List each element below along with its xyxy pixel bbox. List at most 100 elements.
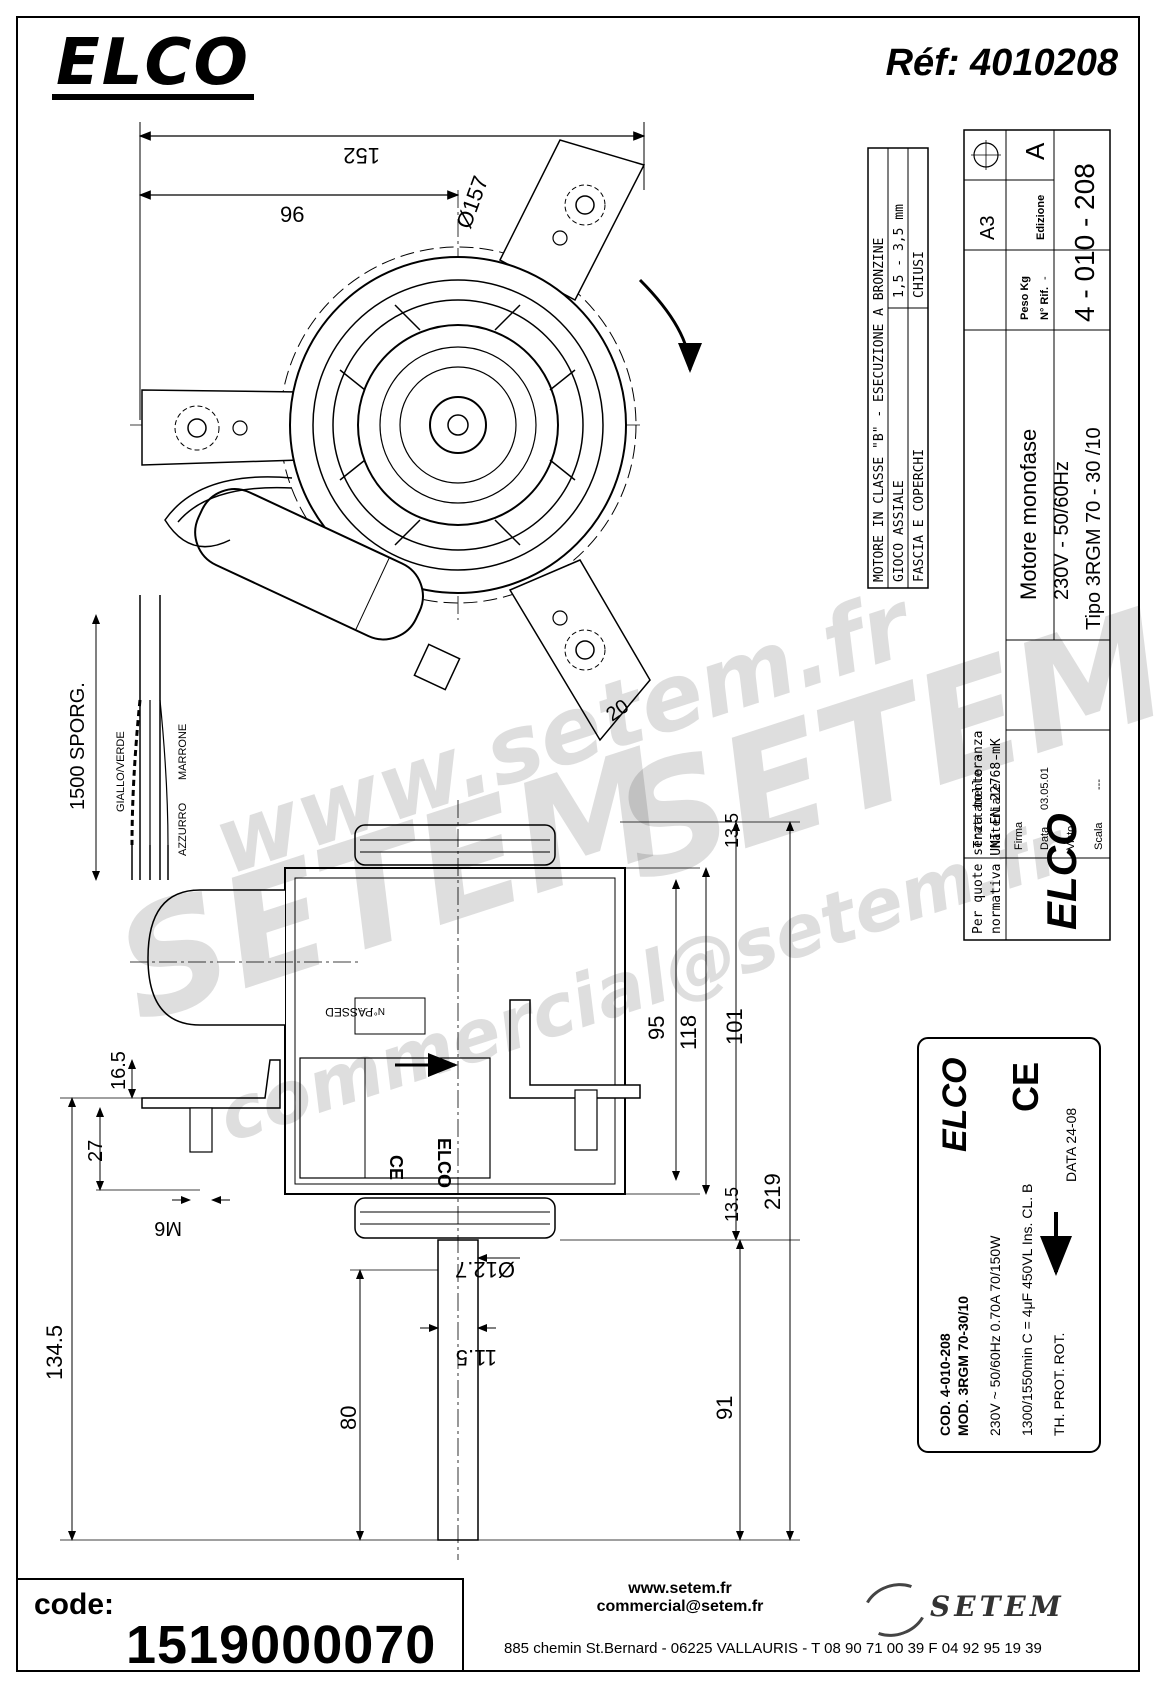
dim-101: 101: [722, 1008, 747, 1045]
code-box: code: 1519000070: [16, 1578, 464, 1675]
dim-27: 27: [85, 1140, 107, 1162]
dim-96: 96: [280, 202, 304, 227]
drawing-rect: [354, 1197, 556, 1239]
drawing-rect: [867, 147, 929, 589]
drawing-path: [149, 699, 169, 846]
postal-address: 885 chemin St.Bernard - 06225 VALLAURIS …: [504, 1640, 1042, 1657]
drawing-circle: [279, 246, 637, 604]
drawing-g: [194, 488, 424, 641]
nrif-value: -: [1039, 276, 1051, 280]
data-value: 03.05.01: [1039, 767, 1051, 810]
dim-m6: M6: [154, 1217, 182, 1239]
drawing-g: MOTORE IN CLASSE "B" - ESECUZIONE A BRON…: [867, 147, 929, 589]
nameplate-ce-mark: CE: [1005, 1062, 1046, 1112]
edition-label: Edizione: [1035, 195, 1047, 240]
drawing-rect: [354, 824, 556, 866]
drawing-rect: [284, 867, 626, 1195]
drawing-rect: [354, 997, 426, 1035]
format-a3: A3: [977, 216, 999, 240]
spec-row-3-value: CHIUSI: [912, 251, 927, 298]
drawing-circle: [332, 299, 584, 551]
wire-yellow-green: GIALLO/VERDE: [115, 731, 127, 812]
nameplate-mod: MOD. 3RGM 70-30/10: [955, 1296, 971, 1436]
spec-row-2-label: GIOCO ASSIALE: [892, 480, 907, 582]
data-label: Data: [1039, 826, 1051, 850]
dim-13-5-top: 13.5: [722, 813, 742, 848]
visto-label: Visto: [1065, 826, 1077, 850]
drawing-circle: [174, 405, 220, 451]
drawing-path: [164, 476, 293, 548]
material-value: -: [989, 753, 1003, 760]
reference-number: Réf: 4010208: [885, 42, 1118, 84]
drawing-rect: [194, 488, 424, 641]
nameplate-date: DATA 24-08: [1063, 1108, 1079, 1182]
code-number: 1519000070: [126, 1615, 437, 1675]
tolerance-text-1: Per quote senza tolleranza: [971, 731, 986, 935]
setem-logo: SETEM: [930, 1590, 1065, 1623]
drawing-circle: [232, 420, 248, 436]
weight-value: -: [1019, 276, 1031, 280]
passed-label: PASSED: [325, 1005, 373, 1019]
title-block-logo: ELCO: [1038, 813, 1085, 930]
drawing-circle: [447, 414, 469, 436]
drawing-circle: [552, 230, 568, 246]
drawing-circle: [312, 279, 604, 571]
passed-number: N°. . .: [360, 1005, 385, 1016]
drawing-g: Per quote senza tolleranza normativa UNI…: [963, 129, 1111, 941]
drawing-path: [177, 486, 293, 523]
wire-brown: MARRONE: [177, 724, 189, 780]
drawing-circle: [429, 396, 487, 454]
description-1: Motore monofase: [1016, 429, 1041, 600]
spec-row-2-value: 1,5 - 3,5 mm: [892, 204, 907, 298]
scala-value: ---: [1093, 779, 1105, 790]
code-label: code:: [34, 1588, 115, 1621]
drawing-frame: [16, 16, 1140, 1672]
spec-row-3-label: FASCIA E COPERCHI: [912, 449, 927, 582]
drawing-circle: [357, 324, 559, 526]
treatment-label: Trattamento: [971, 769, 985, 848]
drawing-rect: [574, 1089, 598, 1151]
description-3: Tipo 3RGM 70 - 30 /10: [1083, 427, 1105, 630]
lead-length: 1500 SPORG.: [67, 682, 89, 810]
contact-block: www.setem.fr commercial@setem.fr: [540, 1580, 820, 1616]
firma-label: Firma: [1013, 821, 1025, 850]
drawing-path: [141, 389, 301, 466]
nameplate-line-1: 230V ~ 50/60Hz 0.70A 70/150W: [987, 1235, 1003, 1436]
dim-91: 91: [712, 1396, 737, 1420]
spec-row-1-label: MOTORE IN CLASSE "B" - ESECUZIONE A BRON…: [872, 238, 887, 582]
nameplate-line-3: TH. PROT. ROT.: [1051, 1333, 1067, 1436]
drawing-path: [394, 304, 521, 546]
drawing-circle: [575, 195, 595, 215]
drawing-g: COD. 4-010-208 MOD. 3RGM 70-30/10 230V ~…: [917, 1037, 1101, 1453]
drawing-g: [339, 304, 576, 546]
drawing-path: [638, 278, 702, 373]
dim-95: 95: [644, 1016, 669, 1040]
body-elco-mark: ELCO: [434, 1138, 454, 1188]
dim-134-5: 134.5: [42, 1325, 67, 1380]
nameplate-logo: ELCO: [936, 1058, 974, 1152]
description-2: 230V - 50/60Hz: [1051, 461, 1073, 600]
dim-80: 80: [336, 1406, 361, 1430]
drawing-line: [355, 557, 390, 631]
drawing-path: [141, 1059, 281, 1109]
drawing-circle: [564, 184, 606, 226]
drawing-rect: [963, 129, 1111, 941]
email-link[interactable]: commercial@setem.fr: [596, 1598, 764, 1615]
drawing-path: [130, 699, 142, 846]
drawing-path: [509, 999, 641, 1099]
dim-118: 118: [676, 1015, 701, 1050]
website-link[interactable]: www.setem.fr: [628, 1580, 732, 1597]
drawing-path: [339, 369, 576, 481]
dim-152: 152: [343, 143, 380, 168]
weight-label: Peso Kg: [1019, 276, 1031, 320]
drawing-rect: [294, 877, 616, 1185]
tolerance-text-2: normativa UNI EN 22768-mK: [989, 738, 1004, 934]
scala-label: Scala: [1093, 822, 1105, 850]
material-label: Materiale: [989, 783, 1003, 848]
nameplate-line-2: 1300/1550min C = 4μF 450VL Ins. CL. B: [1019, 1184, 1035, 1436]
drawing-path: [147, 889, 285, 1026]
dim-11-5: 11.5: [456, 1345, 497, 1370]
drawing-circle: [564, 629, 606, 671]
drawing-path: [508, 559, 651, 742]
